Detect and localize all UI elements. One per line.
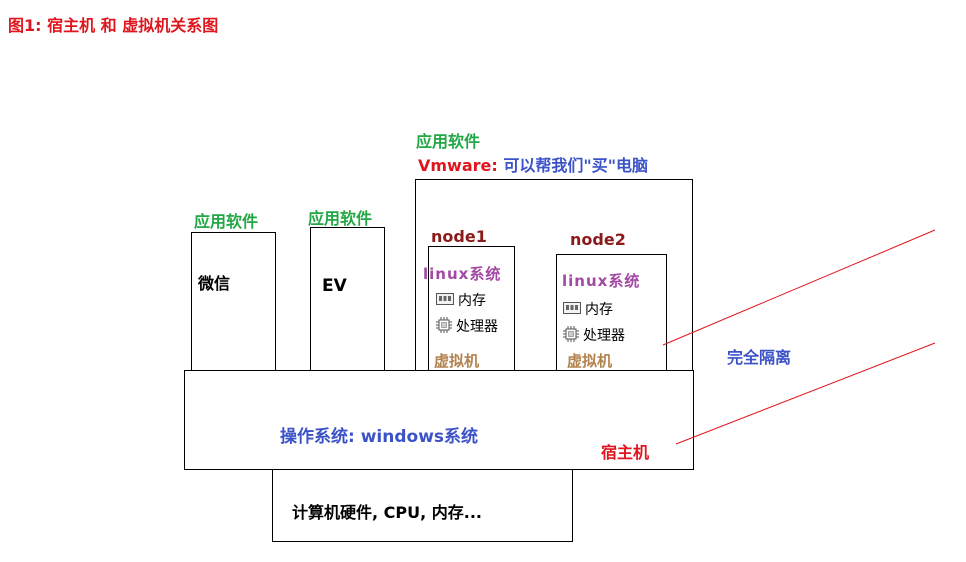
node1-memory-label: 内存 bbox=[458, 293, 486, 309]
node1-type: 虚拟机 bbox=[434, 352, 480, 370]
node2-type: 虚拟机 bbox=[567, 352, 613, 370]
host-pointer-line bbox=[675, 342, 936, 445]
cpu-icon bbox=[563, 326, 579, 346]
ev-app-label: 应用软件 bbox=[308, 209, 373, 228]
wechat-label: 微信 bbox=[198, 274, 231, 293]
node2-cpu: 处理器 bbox=[563, 325, 625, 346]
node1-memory: 内存 bbox=[436, 290, 486, 310]
os-label: 操作系统: windows系统 bbox=[280, 427, 479, 447]
node2-memory-label: 内存 bbox=[585, 302, 613, 318]
ev-label: EV bbox=[322, 276, 347, 296]
wechat-app-box: 微信 bbox=[191, 232, 276, 377]
ev-app-box: EV bbox=[310, 227, 385, 377]
node1-os: linux系统 bbox=[423, 265, 502, 283]
diagram-title: 图1: 宿主机 和 虚拟机关系图 bbox=[8, 16, 219, 35]
node2-os: linux系统 bbox=[562, 272, 641, 290]
node1-box: linux系统 内存 处理器 虚拟机 bbox=[423, 246, 515, 377]
os-box: 操作系统: windows系统 宿主机 bbox=[184, 370, 694, 470]
isolation-label: 完全隔离 bbox=[727, 348, 792, 367]
hardware-label: 计算机硬件, CPU, 内存... bbox=[292, 503, 482, 522]
vmware-app-label: 应用软件 bbox=[416, 132, 481, 151]
node1-cpu: 处理器 bbox=[436, 316, 498, 337]
node2-cpu-label: 处理器 bbox=[583, 328, 625, 344]
cpu-icon bbox=[436, 317, 452, 337]
vmware-name: Vmware: bbox=[418, 156, 498, 175]
hardware-box: 计算机硬件, CPU, 内存... bbox=[272, 469, 573, 542]
node2-box: linux系统 内存 处理器 虚拟机 bbox=[556, 254, 667, 377]
vmware-desc: 可以帮我们"买"电脑 bbox=[503, 156, 649, 175]
node2-memory: 内存 bbox=[563, 299, 613, 319]
memory-icon bbox=[436, 293, 454, 309]
node2-name: node2 bbox=[570, 230, 626, 249]
host-label: 宿主机 bbox=[601, 443, 650, 462]
node1-cpu-label: 处理器 bbox=[456, 319, 498, 335]
node1-name: node1 bbox=[431, 227, 487, 246]
memory-icon bbox=[563, 302, 581, 318]
wechat-app-label: 应用软件 bbox=[194, 212, 259, 231]
isolation-pointer-line bbox=[662, 229, 936, 346]
vmware-title: Vmware: 可以帮我们"买"电脑 bbox=[418, 152, 648, 176]
